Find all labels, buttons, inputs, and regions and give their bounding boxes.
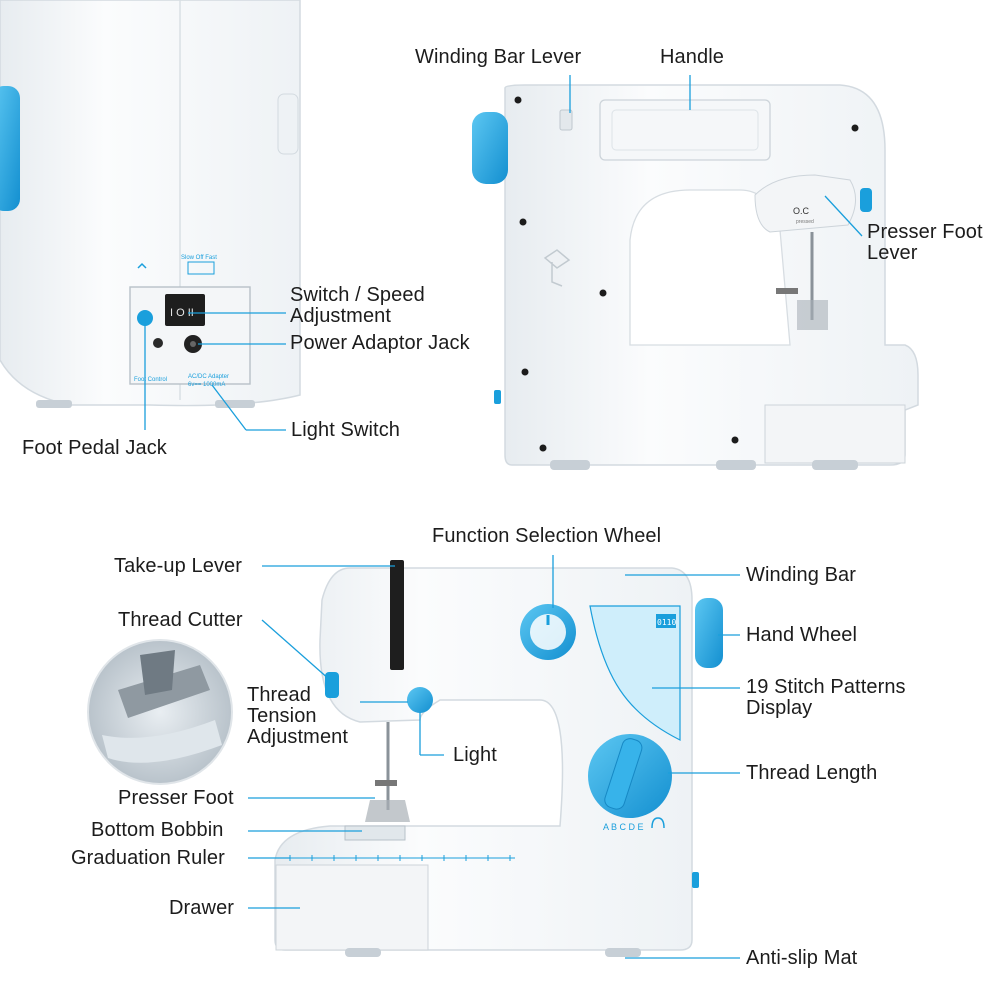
label-switch-speed-line1: Switch / Speed (290, 284, 425, 306)
presser-foot-lever-knob (860, 188, 872, 212)
label-foot-pedal-jack: Foot Pedal Jack (22, 437, 167, 459)
slow-off-fast-text: Slow Off Fast (181, 255, 217, 261)
signal-icon (137, 262, 147, 269)
adapter-spec-text: 6v== 1000mA (188, 382, 225, 388)
label-winding-bar-lever: Winding Bar Lever (415, 46, 582, 68)
front-hand-wheel-icon (695, 598, 723, 668)
take-up-lever-slot (390, 560, 404, 670)
label-thread-tension-line1: Thread (247, 684, 311, 706)
back-hand-wheel-icon (472, 112, 508, 184)
label-switch-speed-line2: Adjustment (290, 305, 392, 327)
bobbin-plate (344, 825, 406, 841)
callout-lines (144, 75, 863, 959)
label-winding-bar: Winding Bar (746, 564, 857, 586)
label-take-up-lever: Take-up Lever (114, 555, 243, 577)
label-presser-foot-lever: Presser Foot Lever (867, 222, 983, 264)
light-switch-jack (153, 338, 163, 348)
power-switch (165, 294, 205, 326)
label-function-selection-wheel: Function Selection Wheel (432, 525, 662, 547)
lever-mark-text: O.C (793, 206, 810, 216)
label-switch-speed: Switch / Speed Adjustment (290, 285, 425, 327)
handle-shape (599, 99, 771, 161)
lever-sub-text: pressed (796, 219, 814, 225)
label-power-adaptor-jack: Power Adaptor Jack (290, 332, 470, 354)
label-graduation-ruler: Graduation Ruler (71, 847, 225, 869)
label-drawer: Drawer (169, 897, 235, 919)
label-thread-cutter: Thread Cutter (118, 609, 243, 631)
label-presser-foot: Presser Foot (118, 787, 234, 809)
label-thread-tension-line3: Adjustment (247, 726, 349, 748)
presser-foot-inset (87, 639, 233, 785)
label-handle: Handle (660, 46, 724, 68)
label-presser-foot-lever-line2: Lever (867, 242, 918, 264)
label-thread-length: Thread Length (746, 762, 878, 784)
label-stitch-patterns-line1: 19 Stitch Patterns (746, 676, 906, 698)
label-light: Light (453, 744, 497, 766)
label-thread-tension-line2: Tension (247, 705, 317, 727)
label-light-switch: Light Switch (291, 419, 401, 441)
back-view-machine: O.C pressed (472, 84, 919, 470)
label-anti-slip-mat: Anti-slip Mat (746, 947, 858, 969)
svg-text:I O II: I O II (170, 307, 194, 319)
label-stitch-patterns-line2: Display (746, 697, 813, 719)
drawer-shape (275, 864, 429, 951)
label-stitch-patterns: 19 Stitch Patterns Display (746, 677, 906, 719)
front-view-machine: 0110 A B C D E (274, 560, 723, 957)
pattern-display-number: 0110 (657, 618, 676, 627)
label-hand-wheel: Hand Wheel (746, 624, 858, 646)
adapter-text: AC/DC Adapter (188, 374, 229, 380)
label-presser-foot-lever-line1: Presser Foot (867, 221, 983, 243)
foot-control-text: Foot Control (134, 377, 167, 383)
side-view-machine: I O II Slow Off Fast Foot Control AC/DC … (0, 0, 301, 408)
length-letters: A B C D E (603, 822, 644, 832)
hand-wheel-side-icon (0, 86, 20, 211)
label-thread-tension: Thread Tension Adjustment (247, 685, 348, 748)
label-bottom-bobbin: Bottom Bobbin (91, 819, 224, 841)
stitch-pattern-panel (589, 605, 681, 741)
thread-tension-knob-icon (407, 687, 433, 713)
